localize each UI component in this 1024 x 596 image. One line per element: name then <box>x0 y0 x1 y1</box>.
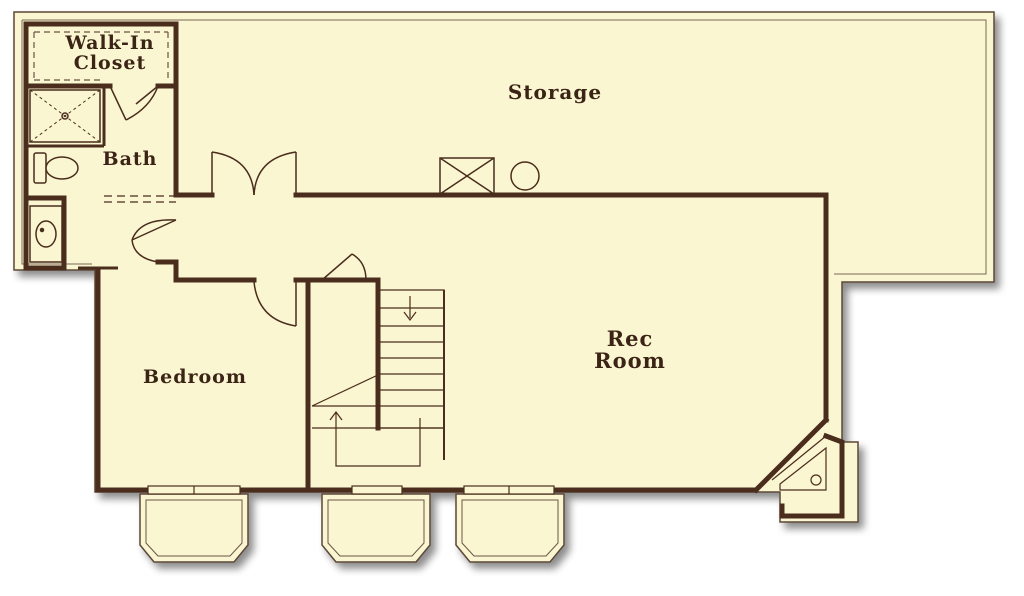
partitions <box>26 86 176 203</box>
doors <box>78 85 367 327</box>
toilet-icon <box>33 152 79 184</box>
room-label-rec-room: Rec Room <box>570 326 690 374</box>
bay-window-outlines <box>145 499 559 557</box>
storage-inner-outline <box>22 19 987 275</box>
closet-label-line2: Closet <box>73 51 147 74</box>
staircase <box>311 289 445 467</box>
room-label-walk-in-closet: Walk-In Closet <box>40 32 180 74</box>
floor-plate <box>13 11 995 563</box>
sink-icon <box>29 205 63 263</box>
closet-shelves <box>33 31 169 81</box>
walls <box>23 21 845 519</box>
rec-label-line2: Room <box>594 348 666 374</box>
rec-label-line1: Rec <box>606 326 654 351</box>
closet-label-line1: Walk-In <box>65 32 155 54</box>
room-label-storage: Storage <box>507 80 603 104</box>
mechanical-box <box>439 157 495 195</box>
shower <box>29 89 101 143</box>
window-frames <box>147 485 555 495</box>
water-heater-icon <box>510 161 540 191</box>
fireplace <box>771 435 827 491</box>
room-label-bedroom: Bedroom <box>143 366 247 388</box>
room-label-bath: Bath <box>102 148 158 170</box>
